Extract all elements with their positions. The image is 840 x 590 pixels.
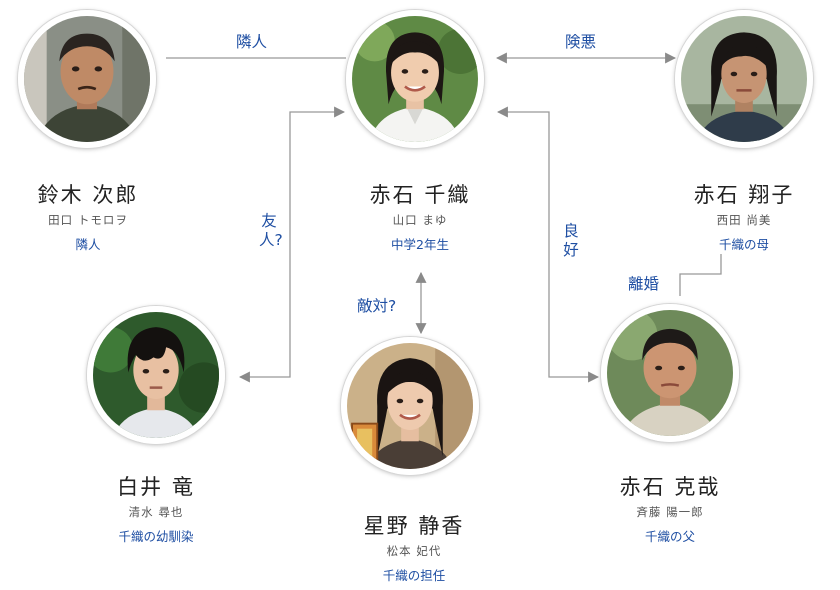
actor-suzuki: 田口 トモロヲ: [48, 213, 128, 227]
portrait-katsuya: [601, 304, 739, 442]
line-chiori-katsuya: [496, 106, 600, 383]
portrait-shoko-image: [681, 16, 807, 142]
portrait-katsuya-image: [607, 310, 733, 436]
name-suzuki: 鈴木 次郎: [37, 183, 139, 207]
relation-label-neighbor: 隣人: [236, 33, 268, 51]
portrait-shoko: [675, 10, 813, 148]
actor-katsuya: 斉藤 陽一郎: [636, 505, 704, 519]
relation-label-hostile: 険悪: [565, 33, 597, 51]
name-katsuya: 赤石 克哉: [619, 475, 721, 499]
portrait-hoshino: [341, 337, 479, 475]
relation-label-friend: 友人?: [259, 212, 283, 249]
actor-hoshino: 松本 妃代: [386, 544, 442, 558]
name-shoko: 赤石 翔子: [693, 183, 795, 207]
role-suzuki: 隣人: [75, 237, 101, 252]
portrait-shirai-image: [93, 312, 219, 438]
portrait-shirai: [87, 306, 225, 444]
name-hoshino: 星野 静香: [363, 514, 465, 538]
relation-label-rival: 敵対?: [357, 297, 397, 315]
role-katsuya: 千織の父: [644, 529, 695, 544]
portrait-chiori-image: [352, 16, 478, 142]
actor-shoko: 西田 尚美: [716, 213, 772, 227]
relation-label-good: 良好: [563, 222, 579, 259]
actor-chiori: 山口 まゆ: [392, 213, 448, 227]
relation-label-divorce: 離婚: [628, 275, 660, 293]
portrait-suzuki: [18, 10, 156, 148]
role-chiori: 中学2年生: [391, 237, 449, 252]
name-shirai: 白井 竜: [117, 475, 195, 499]
actor-shirai: 清水 尋也: [128, 505, 184, 519]
role-hoshino: 千織の担任: [382, 568, 446, 583]
portrait-suzuki-image: [24, 16, 150, 142]
portrait-chiori: [346, 10, 484, 148]
name-chiori: 赤石 千織: [369, 183, 471, 207]
portrait-hoshino-image: [347, 343, 473, 469]
line-chiori-shirai: [238, 106, 346, 383]
role-shirai: 千織の幼馴染: [118, 529, 194, 544]
line-shoko-katsuya: [679, 254, 722, 296]
role-shoko: 千織の母: [718, 237, 769, 252]
